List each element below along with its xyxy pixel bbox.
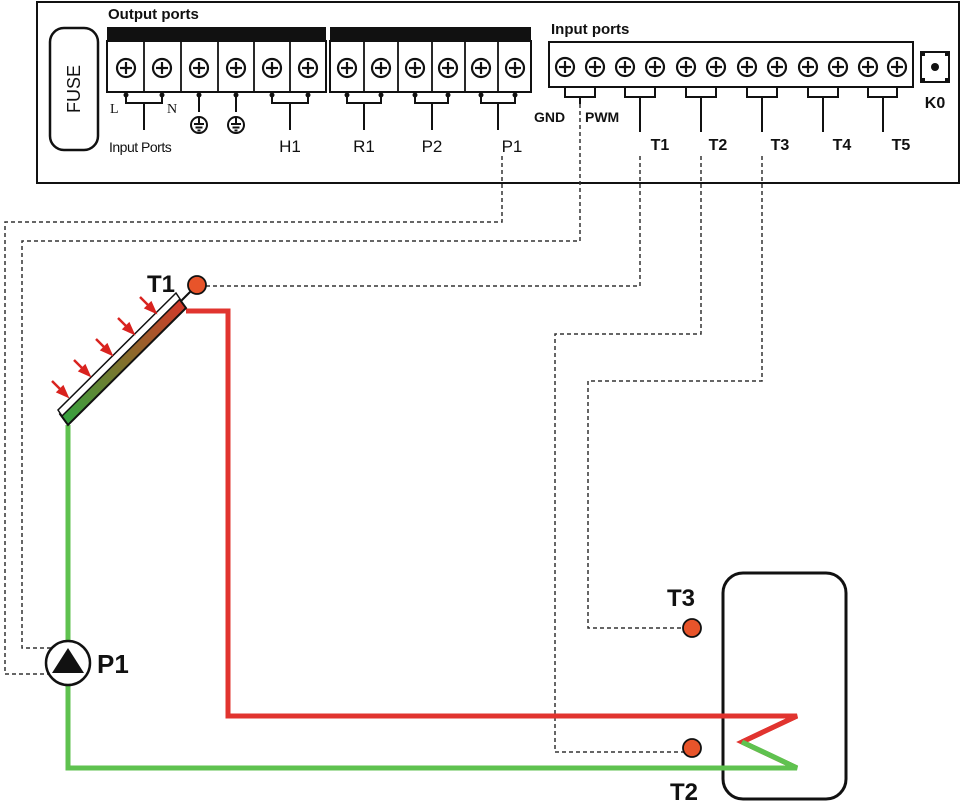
pump-label: P1 xyxy=(97,649,129,679)
label-PWM: PWM xyxy=(585,109,619,125)
label-P1: P1 xyxy=(502,137,523,156)
sensor-t1-label: T1 xyxy=(147,271,175,298)
label-T1: T1 xyxy=(651,137,670,154)
wire-t1-collector xyxy=(205,156,641,287)
pump-p1: P1 xyxy=(44,639,129,687)
label-P2: P2 xyxy=(422,137,443,156)
sensor-t2: T2 xyxy=(670,738,702,806)
k0-button[interactable]: K0 xyxy=(920,51,950,112)
coil xyxy=(736,713,799,771)
wire-p1-pump xyxy=(4,156,503,675)
label-L: L xyxy=(110,102,119,117)
k0-label: K0 xyxy=(925,95,946,112)
input-ports: Input ports GND PWM T1 T2 T xyxy=(534,21,914,154)
label-T3: T3 xyxy=(771,137,790,154)
sensor-t3: T3 xyxy=(667,585,702,638)
label-T5: T5 xyxy=(892,137,911,154)
label-R1: R1 xyxy=(353,137,375,156)
wire-pwm-pump xyxy=(21,104,581,649)
fuse-label: FUSE xyxy=(64,65,84,113)
ground-icon xyxy=(190,116,208,134)
sun-arrows xyxy=(51,296,158,399)
wire-t3-tank xyxy=(587,156,763,629)
sensor-t2-label: T2 xyxy=(670,779,698,803)
cold-pipe xyxy=(65,686,797,771)
output-ports: Output ports xyxy=(106,6,532,156)
ground-icon xyxy=(227,116,245,134)
controller-box: FUSE Output ports xyxy=(36,1,960,184)
solar-collector xyxy=(57,285,197,427)
storage-tank xyxy=(721,571,848,801)
input-ports-title: Input ports xyxy=(551,21,629,38)
wire-t2-tank xyxy=(554,156,702,753)
label-H1: H1 xyxy=(279,137,301,156)
fuse: FUSE xyxy=(48,26,100,152)
sensor-t3-label: T3 xyxy=(667,585,695,612)
label-GND: GND xyxy=(534,109,565,125)
sensor-t1: T1 xyxy=(147,271,207,298)
label-input-ports: Input Ports xyxy=(109,139,172,155)
pipes xyxy=(65,308,799,771)
label-T4: T4 xyxy=(833,137,852,154)
output-ports-title: Output ports xyxy=(108,6,199,23)
label-N: N xyxy=(167,102,177,117)
hot-pipe xyxy=(186,308,797,719)
signal-wires xyxy=(4,104,763,753)
label-T2: T2 xyxy=(709,137,728,154)
